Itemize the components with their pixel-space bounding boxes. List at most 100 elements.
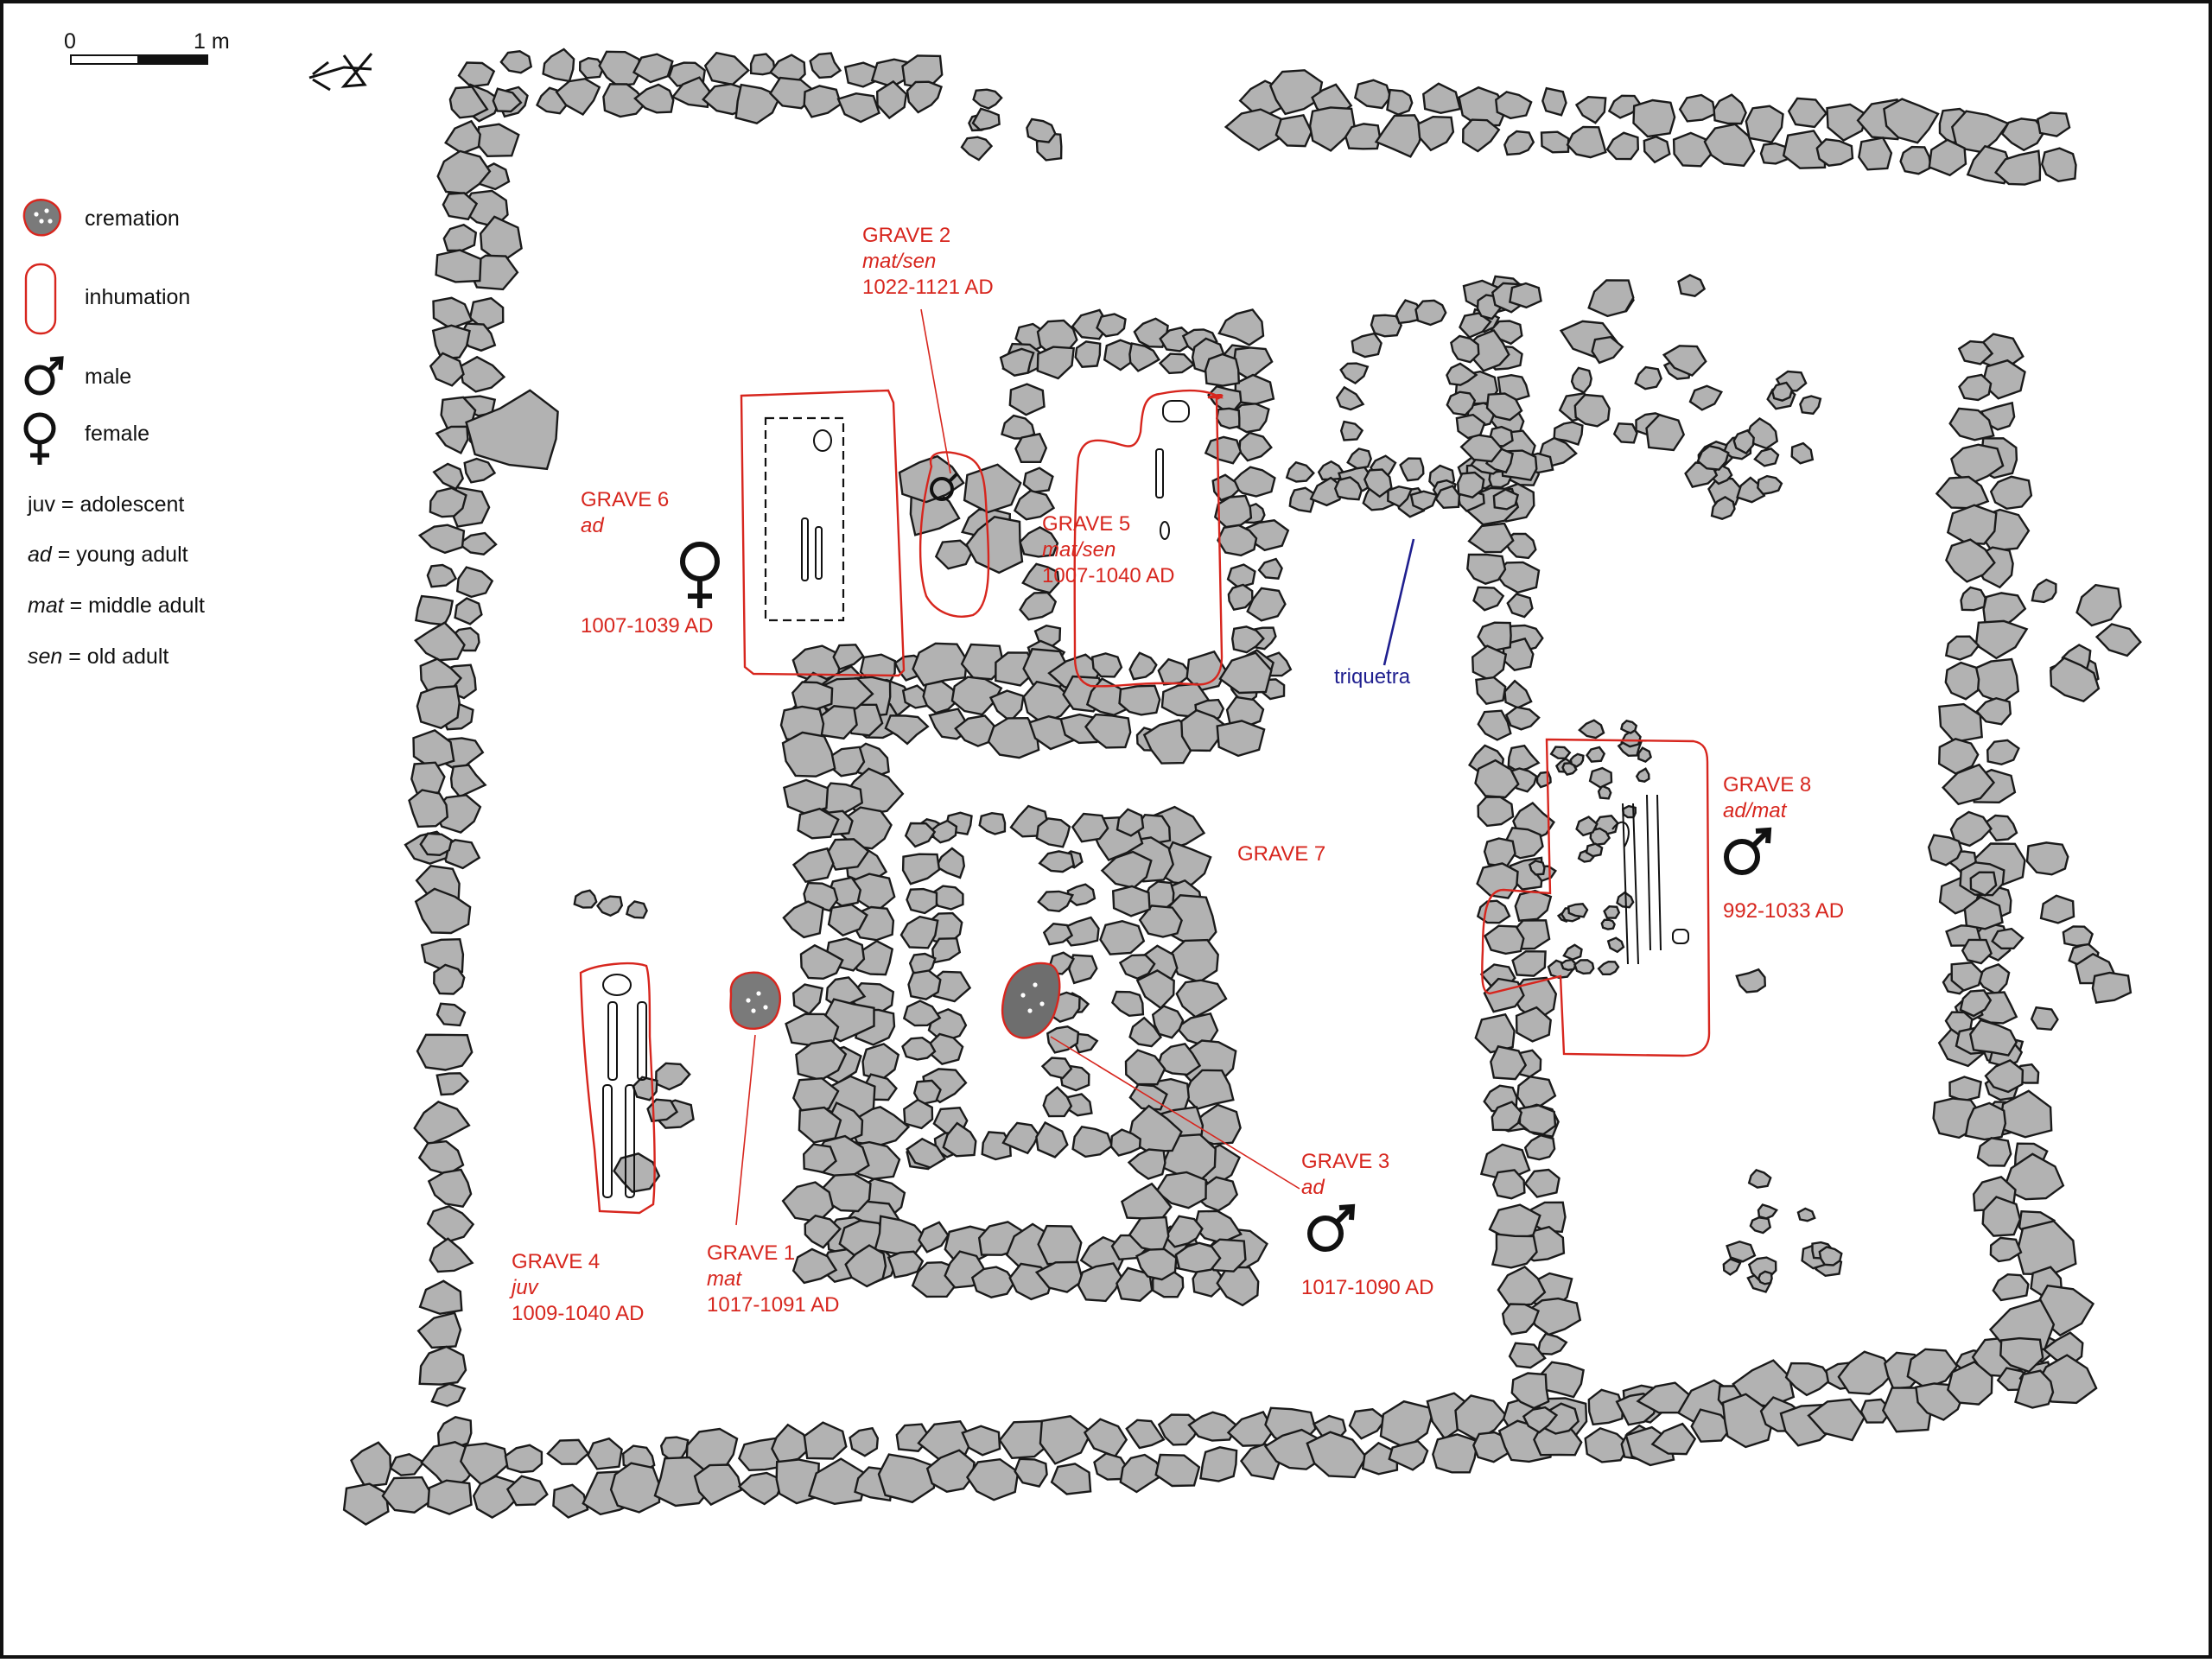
stone [1046, 1025, 1080, 1054]
stone [1174, 1241, 1222, 1273]
stone [1037, 1224, 1083, 1266]
stone [1607, 94, 1643, 119]
stone [418, 1279, 463, 1316]
stone [1969, 1019, 2018, 1057]
stone [1446, 362, 1478, 386]
stone [1650, 1422, 1697, 1456]
stone [1721, 1393, 1774, 1449]
stone [1574, 95, 1607, 124]
stone [1818, 1246, 1843, 1266]
cremation-legend-icon [22, 199, 61, 237]
stone [1514, 889, 1553, 922]
stone [802, 1143, 837, 1174]
stone [1495, 91, 1533, 120]
grave-2-leader-line [920, 308, 951, 474]
stone [935, 847, 966, 879]
stone [1992, 1273, 2030, 1302]
stone [1600, 918, 1616, 930]
stone [1603, 904, 1621, 919]
stone [1989, 475, 2033, 511]
stone [1757, 474, 1783, 496]
male-symbol-icon [24, 356, 64, 396]
stone [1274, 113, 1313, 148]
stone [435, 249, 482, 283]
male-symbol-icon [930, 472, 959, 501]
stone [427, 1479, 473, 1515]
stone [492, 87, 523, 113]
stone [1125, 1419, 1166, 1450]
stone [942, 1121, 977, 1158]
stone [1456, 471, 1485, 499]
stone [1541, 86, 1567, 117]
stone [1591, 335, 1624, 365]
stone [1491, 1101, 1523, 1132]
stone [1757, 1270, 1773, 1285]
stone [429, 1237, 474, 1273]
stone [1035, 1120, 1069, 1158]
triquetra-label: triquetra [1334, 665, 1411, 689]
stone [1796, 1207, 1816, 1222]
stone [1084, 713, 1132, 749]
stone [918, 1221, 950, 1254]
male-symbol-icon [1724, 827, 1772, 875]
stone [901, 1036, 937, 1061]
stone [504, 1444, 543, 1474]
stone [803, 85, 842, 118]
stone [418, 1345, 467, 1386]
stone [1227, 583, 1254, 612]
stone [432, 462, 465, 491]
stone [1050, 1463, 1092, 1495]
stone [1334, 476, 1363, 501]
stone [2040, 147, 2077, 183]
stone [1799, 395, 1822, 416]
stone [1454, 1394, 1508, 1442]
stone [2036, 111, 2071, 137]
stone [1461, 118, 1501, 153]
legend-abbrev-mat: mat = middle adult [28, 593, 205, 618]
stone [587, 1437, 623, 1470]
stone [416, 685, 461, 730]
stone [1605, 131, 1640, 161]
grave-5-age: mat/sen [1042, 538, 1116, 562]
stone [1986, 739, 2020, 766]
stone [1944, 661, 1980, 701]
stone [1483, 837, 1516, 868]
stone [1944, 635, 1980, 661]
stone [1597, 784, 1612, 800]
grave-5-bones [1155, 400, 1190, 540]
stone [1989, 1236, 2023, 1263]
stone [906, 80, 943, 114]
stone [803, 1421, 848, 1460]
stone [1508, 1342, 1547, 1369]
stone [1014, 1457, 1048, 1488]
stone [1960, 586, 1986, 612]
stone [2014, 1369, 2055, 1409]
stone [1238, 431, 1273, 462]
stone [435, 1072, 470, 1096]
stone [960, 136, 994, 162]
stone [1606, 936, 1625, 954]
stone [849, 1426, 880, 1457]
stone [440, 839, 481, 870]
stone [1722, 1258, 1742, 1276]
stone [1257, 557, 1283, 580]
inhumation-legend-icon [24, 263, 57, 335]
stone [427, 1168, 473, 1209]
legend-inhumation-label: inhumation [85, 285, 190, 309]
stone [1471, 1431, 1511, 1463]
stone [459, 355, 506, 393]
stone [2025, 841, 2069, 876]
stone [389, 1453, 426, 1476]
stone [435, 425, 469, 455]
stone [1246, 587, 1287, 622]
stone [832, 644, 865, 671]
stone [1547, 959, 1575, 980]
stone [1562, 943, 1583, 962]
stone [1883, 98, 1940, 144]
grave-4-date: 1009-1040 AD [512, 1302, 644, 1325]
grave-2-outline [918, 451, 990, 618]
stone [417, 1139, 465, 1176]
stone [1540, 130, 1570, 154]
stone [906, 1137, 947, 1169]
stone [555, 77, 601, 117]
